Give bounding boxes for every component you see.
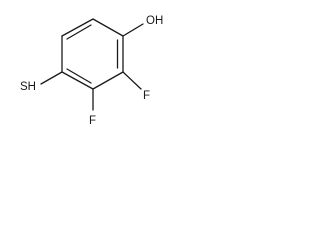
bond-c2-f [122,71,142,90]
molecule-structure: OH SH F F [20,15,163,127]
double-bond-inner-top-left [66,24,92,40]
bond-c1-oh [122,23,144,37]
ring-bond-c3-c4 [61,71,94,90]
bond-c4-sh [40,71,63,85]
thiol-label: SH [20,81,36,93]
ring-bond-c5-c6 [61,18,94,37]
hydroxyl-label: OH [146,15,163,27]
ring-bond-c6-c1 [92,18,124,37]
fluorine-right-label: F [143,90,150,102]
ring-bond-c2-c3 [92,71,124,90]
fluorine-bottom-label: F [89,115,96,127]
double-bond-inner-bottom-left [66,68,92,84]
benzene-ring [61,18,124,90]
